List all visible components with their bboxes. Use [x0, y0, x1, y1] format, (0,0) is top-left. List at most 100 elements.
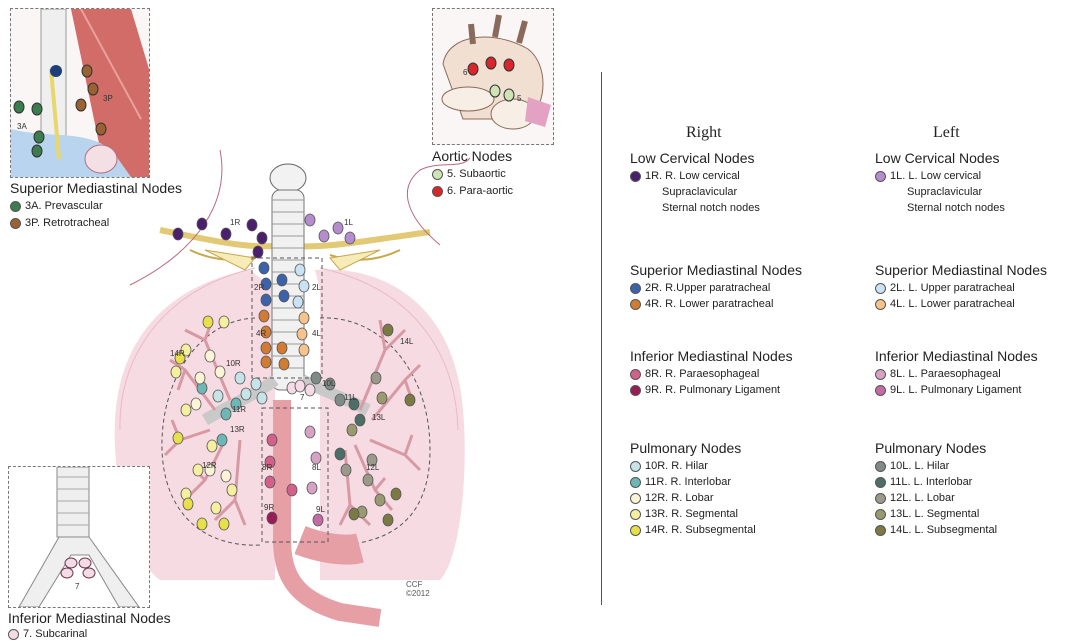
inset-item-3A: 3A. Prevascular [10, 200, 103, 212]
node-12R-dot [205, 350, 215, 362]
left-group-title: Pulmonary Nodes [875, 440, 986, 456]
diagram-tag-13L: 13L [372, 413, 386, 422]
legend-item-2R: 2R. R.Upper paratracheal [630, 282, 770, 294]
node-10R-dot [257, 392, 267, 404]
node-2L-dot [293, 296, 303, 308]
left-column-heading: Left [933, 124, 960, 142]
legend-item-11L: 11L. L. Interlobar [875, 476, 972, 488]
node-10R-dot [251, 378, 261, 390]
node-8L-dot [305, 426, 315, 438]
node-11L-swatch [875, 477, 886, 488]
node-9L-dot [313, 514, 323, 526]
node-13L-dot [375, 494, 385, 506]
node-8R-dot [267, 434, 277, 446]
node-1L-dot [305, 214, 315, 226]
copyright-mark: CCF ©2012 [406, 580, 430, 598]
node-9L-swatch [875, 385, 886, 396]
node-4L-dot [299, 344, 309, 356]
node-13R-dot [211, 502, 221, 514]
legend-item-14L: 14L. L. Subsegmental [875, 524, 997, 536]
diagram-tag-11L: 11L [344, 393, 357, 402]
node-2R-dot [279, 290, 289, 302]
inferior-inset-title: Inferior Mediastinal Nodes [8, 610, 171, 626]
node-1R-dot [257, 232, 267, 244]
superior-inset-title: Superior Mediastinal Nodes [10, 180, 182, 196]
legend-item-10R: 10R. R. Hilar [630, 460, 708, 472]
inferior-mediastinal-inset: 7 [8, 466, 150, 608]
diagram-tag-12L: 12L [366, 463, 380, 472]
diagram-tag-2L: 2L [312, 283, 321, 292]
node-7-swatch [8, 629, 19, 640]
node-8R-dot [287, 484, 297, 496]
diagram-tag-13R: 13R [230, 425, 245, 434]
inset-item-6: 6. Para-aortic [432, 185, 513, 197]
node-12L-dot [371, 372, 381, 384]
node-1R-dot [221, 228, 231, 240]
right-column-heading: Right [686, 124, 722, 142]
node-1R-dot [197, 218, 207, 230]
node-10R-swatch [630, 461, 641, 472]
node-4R-dot [261, 356, 271, 368]
legend-item-8R: 8R. R. Paraesophageal [630, 368, 759, 380]
left-lung [315, 270, 465, 580]
node-4R-dot [277, 342, 287, 354]
aortic-inset: 6 5 [432, 8, 554, 145]
node-12L-swatch [875, 493, 886, 504]
node-4L-dot [299, 312, 309, 324]
legend-item-9R: 9R. R. Pulmonary Ligament [630, 384, 780, 396]
legend-item-13R: 13R. R. Segmental [630, 508, 738, 520]
node-4R-dot [279, 358, 289, 370]
right-group-title: Pulmonary Nodes [630, 440, 741, 456]
left-group-title: Superior Mediastinal Nodes [875, 262, 1047, 278]
node-14L-dot [383, 514, 393, 526]
inset-tag-3P: 3P [103, 94, 113, 103]
node-10R-dot [241, 388, 251, 400]
legend-item-4L: 4L. L. Lower paratracheal [875, 298, 1015, 310]
node-14R-dot [219, 518, 229, 530]
diagram-tag-10R: 10R [226, 359, 241, 368]
node-12L-dot [363, 474, 373, 486]
node-1L-dot [333, 222, 343, 234]
node-11R-swatch [630, 477, 641, 488]
node-1R-dot [247, 219, 257, 231]
diagram-tag-14R: 14R [170, 349, 185, 358]
right-group-title: Inferior Mediastinal Nodes [630, 348, 793, 364]
diagram-tag-9R: 9R [264, 503, 274, 512]
node-8R-dot [265, 476, 275, 488]
node-4R-dot [259, 310, 269, 322]
right-group-title: Superior Mediastinal Nodes [630, 262, 802, 278]
aortic-inset-title: Aortic Nodes [432, 148, 512, 164]
superior-mediastinal-illustration: 3A 3P [11, 9, 149, 177]
right-group-title: Low Cervical Nodes [630, 150, 755, 166]
node-12L-dot [341, 464, 351, 476]
diagram-tag-10L: 10L [322, 379, 336, 388]
aortic-illustration: 6 5 [433, 9, 553, 144]
diagram-tag-8L: 8L [312, 463, 321, 472]
node-13R-dot [227, 484, 237, 496]
node-2R-swatch [630, 283, 641, 294]
legend-subitem: Sternal notch nodes [662, 202, 760, 214]
legend-item-4R: 4R. R. Lower paratracheal [630, 298, 773, 310]
inset-tag-5: 5 [517, 94, 522, 103]
node-7-dot [305, 384, 315, 396]
legend-item-11R: 11R. R. Interlobar [630, 476, 731, 488]
node-14L-dot [349, 508, 359, 520]
node-7-dot [295, 380, 305, 392]
node-14L-dot [391, 488, 401, 500]
node-10R-dot [213, 390, 223, 402]
node-10L-dot [311, 372, 321, 384]
legend-item-12R: 12R. R. Lobar [630, 492, 713, 504]
diagram-tag-11R: 11R [232, 405, 246, 414]
diagram-tag-4R: 4R [256, 329, 266, 338]
node-4L-dot [297, 328, 307, 340]
legend-item-13L: 13L. L. Segmental [875, 508, 979, 520]
node-1L-swatch [875, 171, 886, 182]
node-13R-swatch [630, 509, 641, 520]
node-14R-dot [173, 432, 183, 444]
node-13R-dot [207, 440, 217, 452]
diagram-tag-1L: 1L [344, 218, 353, 227]
node-4R-swatch [630, 299, 641, 310]
node-9R-swatch [630, 385, 641, 396]
legend-item-1L: 1L. L. Low cervical [875, 170, 981, 182]
diagram-tag-2R: 2R [254, 283, 264, 292]
